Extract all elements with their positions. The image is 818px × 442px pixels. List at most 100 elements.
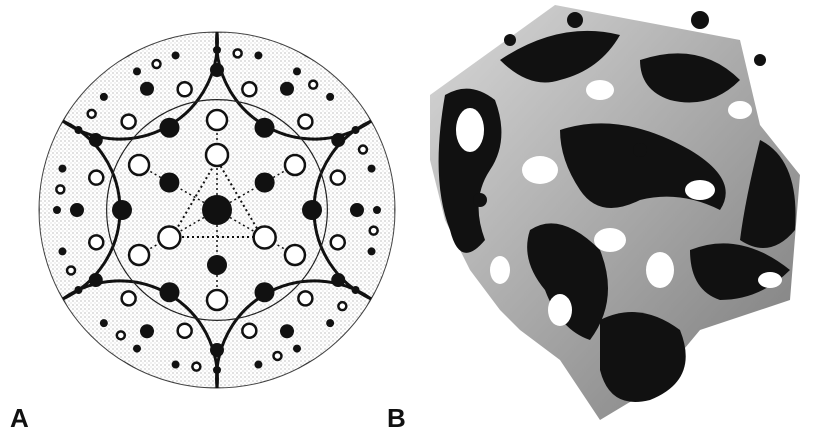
hollow-node [207, 290, 227, 310]
filled-node [133, 345, 141, 353]
dark-dot [633, 143, 647, 157]
filled-node [331, 273, 345, 287]
filled-node [255, 282, 275, 302]
hollow-node [158, 227, 180, 249]
filled-node [352, 126, 360, 134]
dark-dot [754, 54, 766, 66]
filled-node [74, 126, 82, 134]
hollow-node [122, 115, 136, 129]
filled-node [293, 67, 301, 75]
filled-node [350, 203, 364, 217]
hollow-node [122, 291, 136, 305]
white-hole [685, 180, 715, 200]
filled-node [159, 173, 179, 193]
hollow-node [206, 144, 228, 166]
hollow-node [254, 227, 276, 249]
filled-node [280, 82, 294, 96]
panel-b-surface-block [430, 5, 800, 420]
center-node [202, 195, 232, 225]
white-hole [594, 228, 626, 252]
filled-node [331, 133, 345, 147]
filled-node [58, 165, 66, 173]
filled-node [210, 343, 224, 357]
filled-node [368, 165, 376, 173]
filled-node [254, 51, 262, 59]
filled-node [89, 273, 103, 287]
filled-node [112, 200, 132, 220]
dark-dot [691, 11, 709, 29]
panel-label-b: B [387, 405, 406, 431]
hollow-node [338, 302, 346, 310]
hollow-node [207, 110, 227, 130]
hollow-node [234, 49, 242, 57]
hollow-node [153, 60, 161, 68]
filled-node [210, 63, 224, 77]
filled-node [293, 345, 301, 353]
hollow-node [67, 266, 75, 274]
filled-node [368, 247, 376, 255]
filled-node [254, 361, 262, 369]
filled-node [140, 324, 154, 338]
filled-node [58, 247, 66, 255]
hollow-node [285, 155, 305, 175]
filled-node [89, 133, 103, 147]
white-hole [522, 156, 558, 184]
filled-node [280, 324, 294, 338]
dark-dot [473, 193, 487, 207]
filled-node [160, 282, 180, 302]
filled-node [213, 46, 221, 54]
filled-node [160, 118, 180, 138]
hollow-node [129, 245, 149, 265]
hollow-node [178, 82, 192, 96]
filled-node [326, 93, 334, 101]
filled-node [255, 173, 275, 193]
hollow-node [178, 324, 192, 338]
filled-node [302, 200, 322, 220]
dark-dot [567, 12, 583, 28]
filled-node [100, 319, 108, 327]
hollow-node [359, 146, 367, 154]
white-hole [490, 256, 510, 284]
hollow-node [298, 115, 312, 129]
filled-node [140, 82, 154, 96]
dark-blob [600, 312, 686, 402]
hollow-node [89, 171, 103, 185]
hollow-node [242, 82, 256, 96]
filled-node [70, 203, 84, 217]
filled-node [53, 206, 61, 214]
hollow-node [192, 363, 200, 371]
filled-node [213, 366, 221, 374]
filled-node [352, 286, 360, 294]
filled-node [255, 118, 275, 138]
hollow-node [370, 227, 378, 235]
hollow-node [273, 352, 281, 360]
filled-node [74, 286, 82, 294]
panel-a-tiling-disk [36, 29, 398, 391]
hollow-node [56, 185, 64, 193]
panel-label-a: A [10, 405, 29, 431]
white-hole [548, 294, 572, 326]
filled-node [207, 255, 227, 275]
filled-node [133, 67, 141, 75]
hollow-node [117, 331, 125, 339]
filled-node [100, 93, 108, 101]
white-hole [646, 252, 674, 288]
hollow-node [89, 235, 103, 249]
hollow-node [285, 245, 305, 265]
white-hole [456, 108, 484, 152]
hollow-node [331, 171, 345, 185]
hollow-node [88, 110, 96, 118]
filled-node [373, 206, 381, 214]
hollow-node [242, 324, 256, 338]
hollow-node [309, 81, 317, 89]
hollow-node [298, 291, 312, 305]
dark-dot [504, 34, 516, 46]
filled-node [172, 51, 180, 59]
white-hole [586, 80, 614, 100]
white-hole [758, 272, 782, 288]
hollow-node [129, 155, 149, 175]
white-hole [728, 101, 752, 119]
filled-node [326, 319, 334, 327]
